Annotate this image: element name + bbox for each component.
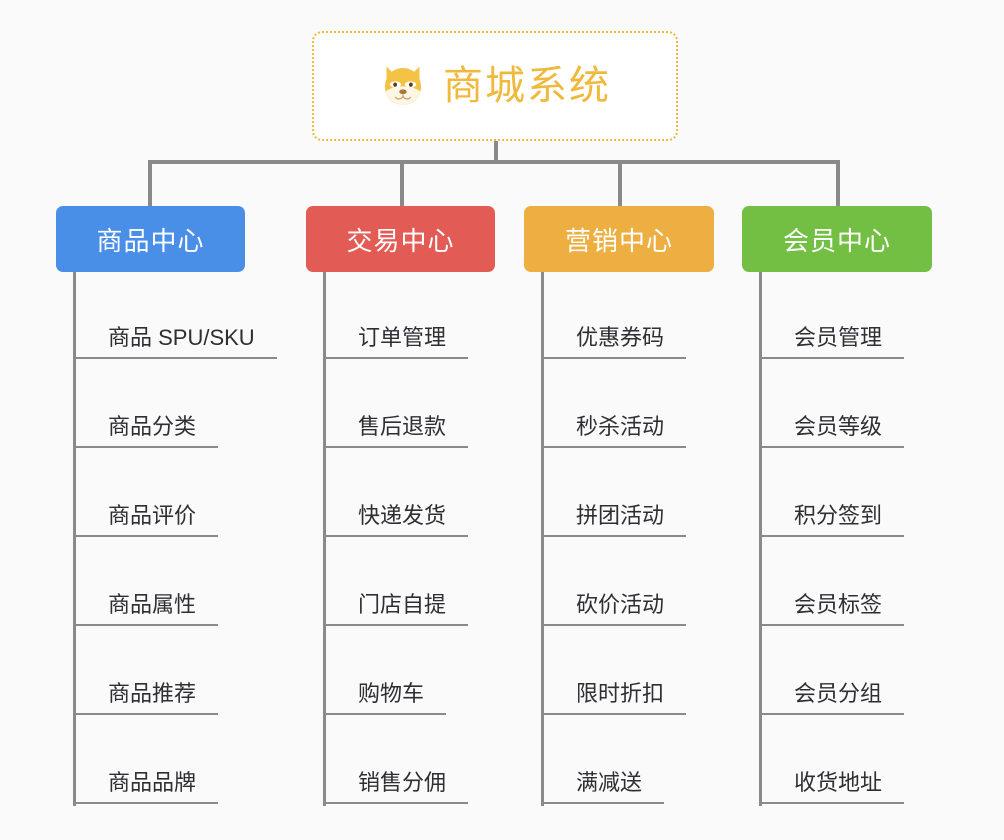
leaf-label: 砍价活动: [544, 592, 687, 626]
branch-header-1[interactable]: 商品中心: [56, 206, 245, 272]
leaf-label: 会员分组: [762, 681, 905, 715]
leaf-label: 商品属性: [76, 592, 219, 626]
list-item[interactable]: 拼团活动: [544, 450, 714, 539]
leaf-label: 订单管理: [326, 325, 469, 359]
branch-marketing-center: 营销中心 优惠券码 秒杀活动 拼团活动 砍价活动 限时折扣 满减送: [524, 206, 714, 806]
leaf-label: 会员管理: [762, 325, 905, 359]
leaf-label: 会员等级: [762, 414, 905, 448]
list-item[interactable]: 秒杀活动: [544, 361, 714, 450]
root-node-shopping-mall-system[interactable]: 商城系统: [312, 31, 678, 141]
list-item[interactable]: 销售分佣: [326, 717, 495, 806]
leaf-label: 销售分佣: [326, 770, 469, 804]
list-item[interactable]: 商品分类: [76, 361, 277, 450]
leaf-label: 快递发货: [326, 503, 469, 537]
root-node-title: 商城系统: [443, 64, 611, 108]
leaf-label: 商品品牌: [76, 770, 219, 804]
dog-face-icon: [385, 66, 421, 105]
leaf-label: 满减送: [544, 770, 665, 804]
branch-children-2: 订单管理 售后退款 快递发货 门店自提 购物车 销售分佣: [323, 272, 495, 806]
leaf-label: 积分签到: [762, 503, 905, 537]
connector-drop-1: [148, 160, 152, 208]
leaf-label: 门店自提: [326, 592, 469, 626]
leaf-label: 商品评价: [76, 503, 219, 537]
leaf-label: 商品 SPU/SKU: [76, 325, 277, 359]
leaf-label: 秒杀活动: [544, 414, 687, 448]
leaf-label: 限时折扣: [544, 681, 687, 715]
branch-member-center: 会员中心 会员管理 会员等级 积分签到 会员标签 会员分组 收货地址: [742, 206, 932, 806]
list-item[interactable]: 积分签到: [762, 450, 932, 539]
connector-drop-3: [618, 160, 622, 208]
list-item[interactable]: 商品属性: [76, 539, 277, 628]
branch-children-3: 优惠券码 秒杀活动 拼团活动 砍价活动 限时折扣 满减送: [541, 272, 714, 806]
list-item[interactable]: 会员等级: [762, 361, 932, 450]
connector-horizontal-bar: [148, 160, 838, 164]
leaf-label: 拼团活动: [544, 503, 687, 537]
connector-root-stem: [494, 141, 498, 163]
list-item[interactable]: 满减送: [544, 717, 714, 806]
list-item[interactable]: 会员分组: [762, 628, 932, 717]
list-item[interactable]: 收货地址: [762, 717, 932, 806]
list-item[interactable]: 砍价活动: [544, 539, 714, 628]
list-item[interactable]: 快递发货: [326, 450, 495, 539]
leaf-label: 商品分类: [76, 414, 219, 448]
list-item[interactable]: 订单管理: [326, 272, 495, 361]
list-item[interactable]: 商品品牌: [76, 717, 277, 806]
branch-header-2[interactable]: 交易中心: [306, 206, 495, 272]
list-item[interactable]: 会员管理: [762, 272, 932, 361]
list-item[interactable]: 售后退款: [326, 361, 495, 450]
leaf-label: 售后退款: [326, 414, 469, 448]
list-item[interactable]: 商品 SPU/SKU: [76, 272, 277, 361]
branch-trade-center: 交易中心 订单管理 售后退款 快递发货 门店自提 购物车 销售分佣: [306, 206, 495, 806]
branch-product-center: 商品中心 商品 SPU/SKU 商品分类 商品评价 商品属性 商品推荐 商品品牌: [56, 206, 277, 806]
list-item[interactable]: 会员标签: [762, 539, 932, 628]
list-item[interactable]: 购物车: [326, 628, 495, 717]
connector-drop-2: [400, 160, 404, 208]
list-item[interactable]: 门店自提: [326, 539, 495, 628]
list-item[interactable]: 限时折扣: [544, 628, 714, 717]
leaf-label: 会员标签: [762, 592, 905, 626]
list-item[interactable]: 商品评价: [76, 450, 277, 539]
list-item[interactable]: 优惠券码: [544, 272, 714, 361]
leaf-label: 购物车: [326, 681, 447, 715]
list-item[interactable]: 商品推荐: [76, 628, 277, 717]
branch-children-4: 会员管理 会员等级 积分签到 会员标签 会员分组 收货地址: [759, 272, 932, 806]
branch-header-3[interactable]: 营销中心: [524, 206, 714, 272]
branch-header-4[interactable]: 会员中心: [742, 206, 932, 272]
leaf-label: 优惠券码: [544, 325, 687, 359]
leaf-label: 商品推荐: [76, 681, 219, 715]
leaf-label: 收货地址: [762, 770, 905, 804]
branch-children-1: 商品 SPU/SKU 商品分类 商品评价 商品属性 商品推荐 商品品牌: [73, 272, 277, 806]
connector-drop-4: [836, 160, 840, 208]
